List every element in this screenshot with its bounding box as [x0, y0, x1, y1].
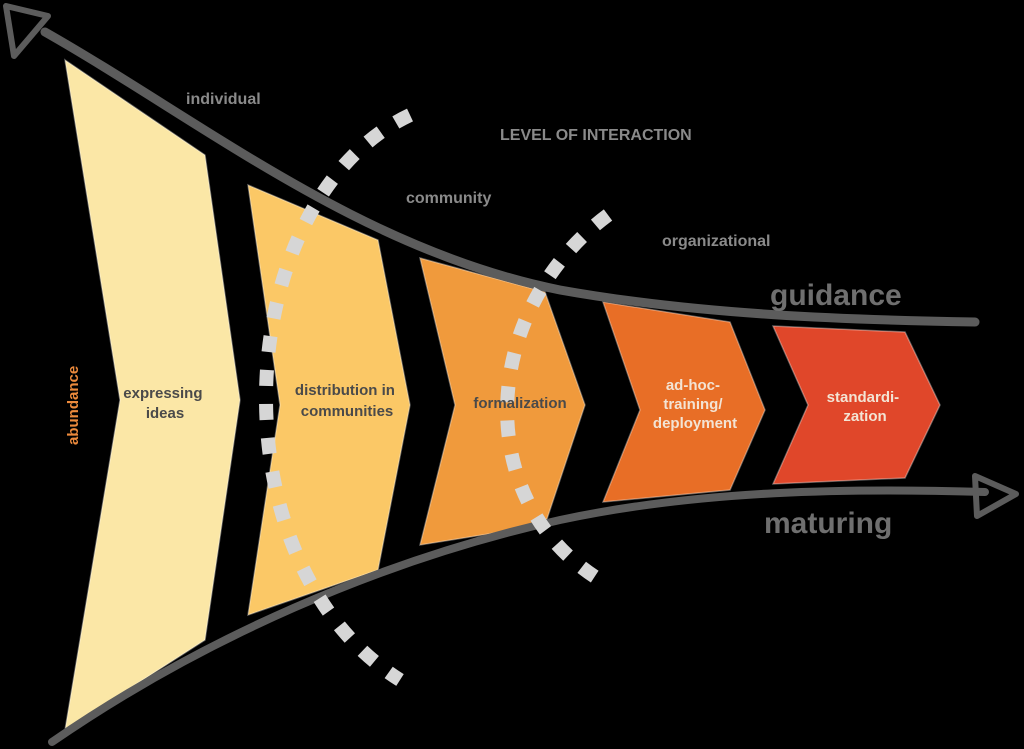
stage-1-label: expressing ideas	[123, 385, 206, 422]
stage-1-chevron	[63, 58, 241, 732]
stage-3-label: formalization	[473, 395, 566, 412]
arrowhead-top-icon	[3, 3, 51, 59]
stage-4-label: ad-hoc- training/ deployment	[653, 377, 737, 432]
label-level-of-interaction: LEVEL OF INTERACTION	[500, 127, 692, 144]
stage-5-chevron	[771, 325, 941, 485]
label-organizational: organizational	[662, 233, 770, 250]
stage-5-label: standardi- zation	[827, 389, 904, 425]
stage-2-label: distribution in communities	[295, 382, 399, 420]
top-curve	[40, 27, 980, 327]
label-side: abundance	[65, 366, 82, 445]
dashed-arc-1	[259, 108, 413, 686]
label-individual: individual	[186, 91, 261, 108]
label-community: community	[406, 190, 491, 207]
stage-4-chevron	[601, 301, 766, 503]
stage-2-chevron	[247, 183, 411, 617]
arrowhead-right-icon	[972, 473, 1019, 519]
label-maturing: maturing	[764, 507, 892, 540]
label-guidance: guidance	[770, 279, 902, 312]
